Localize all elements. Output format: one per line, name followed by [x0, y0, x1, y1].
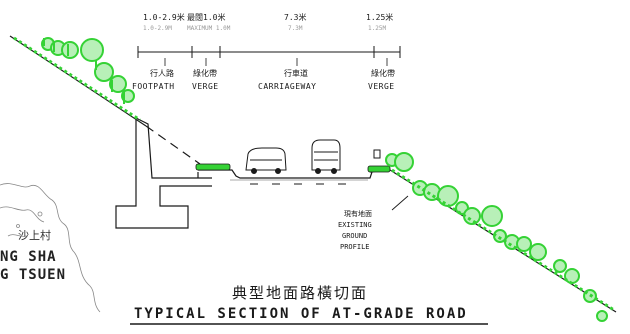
- ground-label-line-1: EXISTING: [338, 221, 372, 229]
- label-carriageway-en: CARRIAGEWAY: [258, 82, 317, 91]
- road-deck: [197, 169, 373, 185]
- trees-right: [385, 152, 608, 322]
- label-carriageway-cn: 行車道: [284, 69, 308, 78]
- title-en: TYPICAL SECTION OF AT-GRADE ROAD: [134, 306, 468, 322]
- title-cn: 典型地面路橫切面: [232, 284, 369, 302]
- dim-carriageway-sub: 7.3M: [288, 25, 303, 32]
- vegetation-strip: [13, 36, 615, 312]
- trees-left: [41, 37, 135, 104]
- label-verge-right-cn: 綠化帶: [371, 69, 395, 78]
- dimension-line: [137, 46, 401, 66]
- place-name-cn: 沙上村: [18, 229, 51, 242]
- dim-verge-left: 最闊1.0米: [187, 13, 226, 22]
- label-footpath-cn: 行人路: [150, 69, 174, 78]
- ground-label-line-2: GROUND: [342, 232, 368, 240]
- vehicles: [245, 139, 341, 174]
- label-footpath-en: FOOTPATH: [132, 82, 175, 91]
- dim-verge-right: 1.25米: [366, 13, 394, 22]
- verge-planting: [195, 163, 391, 173]
- dim-footpath-sub: 1.0-2.9M: [143, 25, 172, 32]
- right-marker: [373, 149, 381, 159]
- place-name-line-2: G TSUEN: [0, 267, 67, 283]
- ground-leader: [391, 195, 409, 211]
- label-verge-left-cn: 綠化帶: [193, 69, 217, 78]
- dim-footpath: 1.0-2.9米: [143, 13, 185, 22]
- ground-label-line-3: PROFILE: [340, 243, 370, 251]
- dim-verge-left-sub: MAXIMUM 1.0M: [187, 25, 231, 32]
- dim-carriageway: 7.3米: [284, 13, 307, 22]
- label-verge-left-en: VERGE: [192, 82, 219, 91]
- location-map: [0, 183, 101, 313]
- retaining-wall: [115, 117, 212, 229]
- ground-label-cn: 現有地面: [344, 210, 372, 218]
- label-verge-right-en: VERGE: [368, 82, 395, 91]
- dim-verge-right-sub: 1.25M: [368, 25, 387, 32]
- place-name-line-1: NG SHA: [0, 249, 57, 265]
